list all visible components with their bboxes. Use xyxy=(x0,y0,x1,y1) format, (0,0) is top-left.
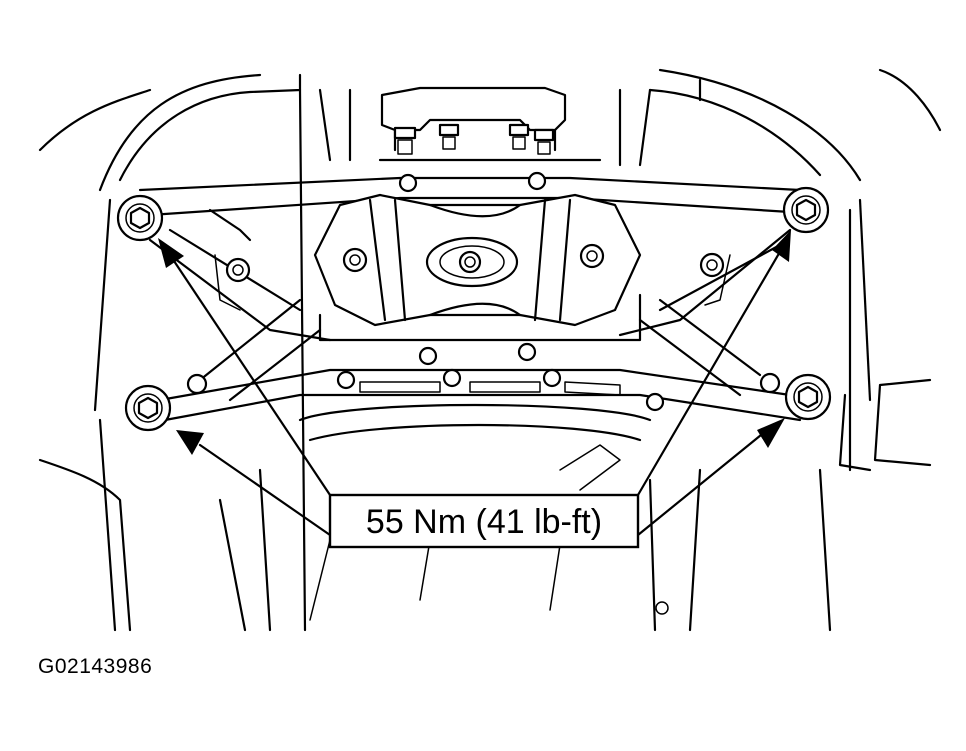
figure-id: G02143986 xyxy=(38,655,153,678)
transmission-housing xyxy=(378,86,602,162)
bolt-bottom-left xyxy=(124,384,172,432)
callout-leaders xyxy=(158,230,791,537)
center-mount xyxy=(313,193,642,342)
torque-spec-label: 55 Nm (41 lb-ft) xyxy=(366,503,602,541)
bolt-top-left xyxy=(116,194,164,242)
bolt-bottom-right xyxy=(784,373,832,421)
arrow-icon xyxy=(772,230,791,262)
arrow-icon xyxy=(158,238,184,268)
crossmember xyxy=(93,171,872,442)
torque-callout: 55 Nm (41 lb-ft) xyxy=(328,493,640,549)
arrow-icon xyxy=(176,430,204,455)
body-frame-outline xyxy=(38,68,942,632)
arrow-icon xyxy=(757,418,785,448)
bolt-top-right xyxy=(782,186,830,234)
